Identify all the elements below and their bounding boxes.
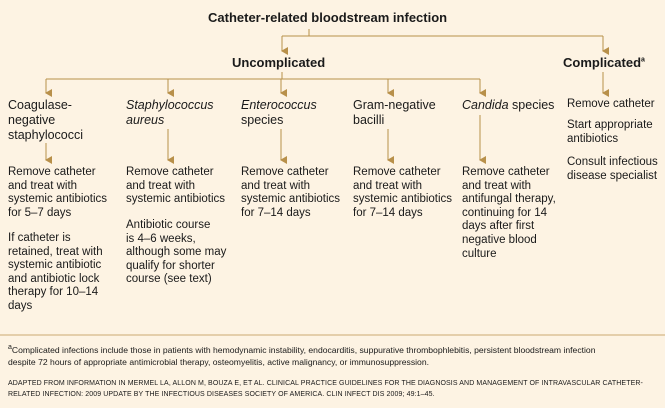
complicated-start-antibiotics: Start appropriate antibiotics [567, 119, 653, 145]
coagulase-negative-treatment: Remove catheter and treat with systemic … [8, 166, 108, 219]
gram-negative-bacilli-header: Gram-negative bacilli [353, 98, 436, 127]
staphylococcus-aureus-course-note: Antibiotic course is 4–6 weeks, although… [126, 219, 227, 286]
complicated-node: Complicateda [563, 55, 645, 70]
staphylococcus-aureus-treatment: Remove catheter and treat with systemic … [126, 166, 226, 206]
footnote: aComplicated infections include those in… [8, 344, 596, 367]
coagulase-negative-retained-note: If catheter is retained, treat with syst… [8, 232, 103, 312]
gram-negative-treatment: Remove catheter and treat with systemic … [353, 166, 453, 219]
enterococcus-species-header: Enterococcus species [241, 98, 317, 127]
candida-species-header: Candida species [462, 98, 555, 112]
diagram-title: Catheter-related bloodstream infection [208, 10, 448, 25]
source-citation: Adapted from information in Mermel LA, A… [8, 380, 643, 398]
staphylococcus-aureus-header: Staphylococcus aureus [126, 98, 214, 127]
coagulase-negative-staphylococci-header: Coagulase- negative staphylococci [8, 98, 84, 142]
complicated-consult-specialist: Consult infectious disease specialist [567, 156, 658, 182]
complicated-footnote-marker: a [641, 56, 645, 64]
complicated-remove-catheter: Remove catheter [567, 98, 655, 110]
uncomplicated-node: Uncomplicated [232, 55, 326, 70]
complicated-label: Complicated [563, 55, 642, 70]
candida-treatment: Remove catheter and treat with antifunga… [462, 166, 556, 260]
enterococcus-treatment: Remove catheter and treat with systemic … [241, 166, 341, 219]
